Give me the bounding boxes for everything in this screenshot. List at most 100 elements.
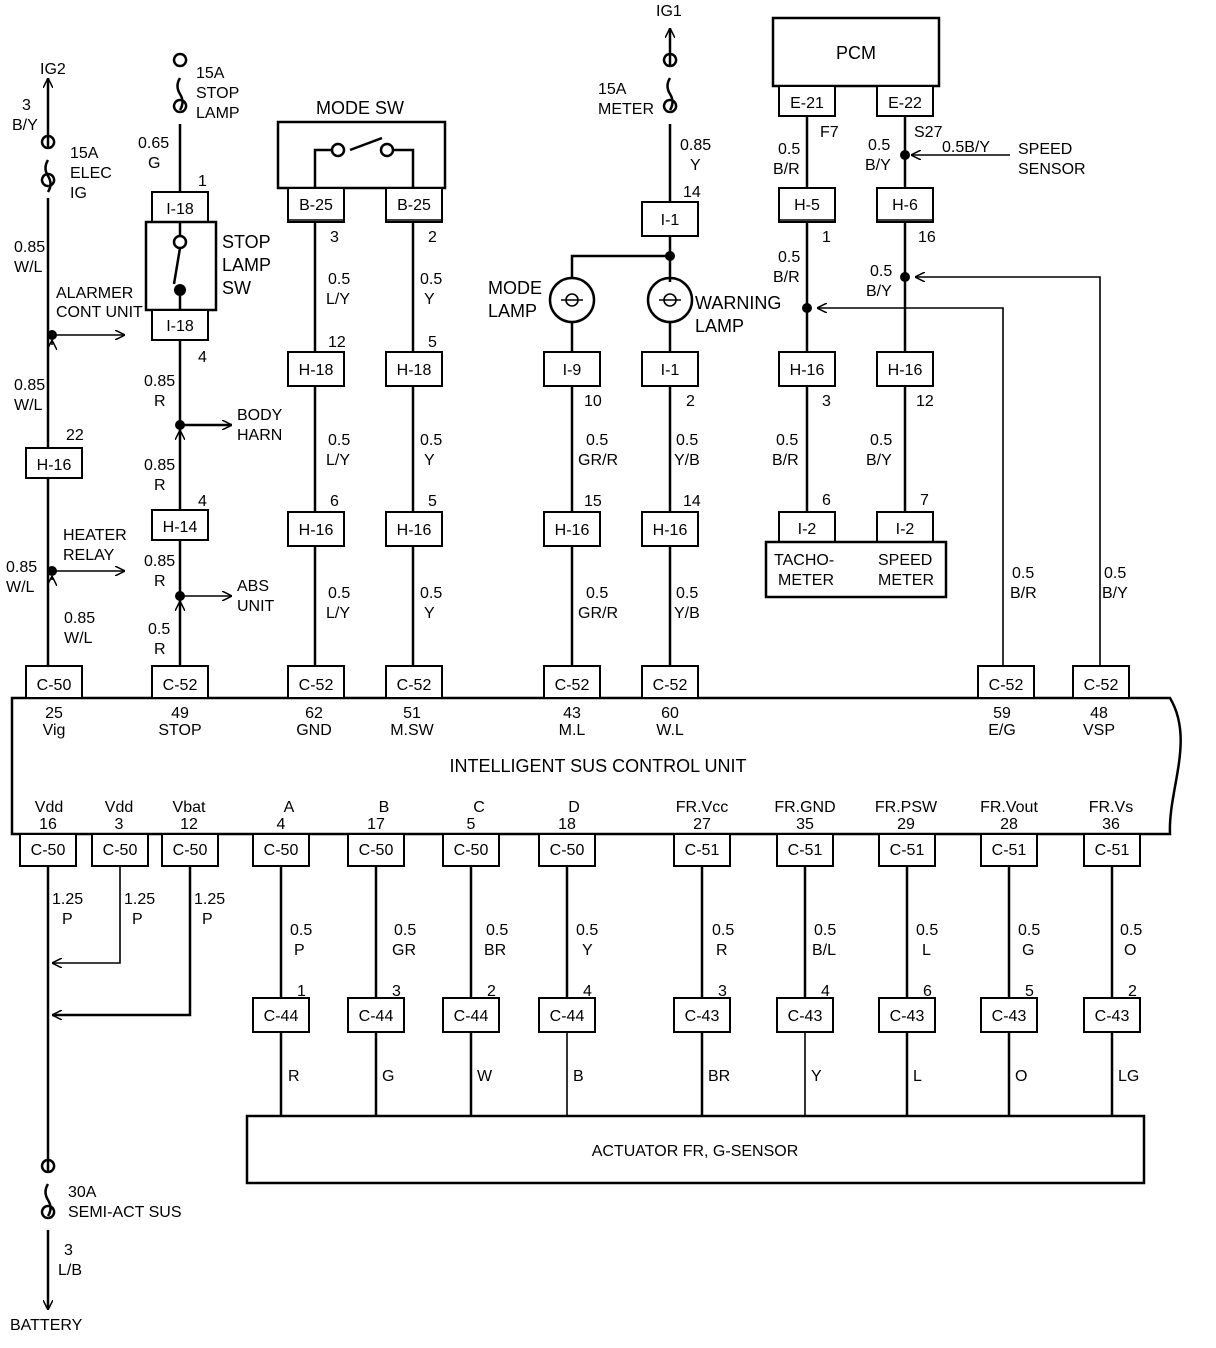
wire-size: 0.5: [1120, 922, 1142, 939]
terminal-name: A: [284, 799, 295, 816]
wire-color: B/R: [773, 161, 800, 178]
connector-label: H-16: [555, 522, 590, 539]
pin-number: 4: [198, 349, 207, 366]
wire-size: 0.5: [1012, 565, 1034, 582]
pin-number: 12: [916, 393, 934, 410]
terminal-pin: 17: [367, 816, 385, 833]
connector-label: C-52: [163, 677, 198, 694]
connector-label: C-50: [550, 842, 585, 859]
pcm-box: [771, 16, 941, 88]
pin-number: 6: [923, 983, 932, 1000]
mode-switch-circuit: [276, 120, 447, 666]
fuse-name: SEMI-ACT SUS: [68, 1204, 182, 1221]
fuse-name: LAMP: [196, 105, 240, 122]
connector-label: C-52: [653, 677, 688, 694]
wire-color: R: [154, 393, 166, 410]
connector-label: C-52: [397, 677, 432, 694]
wire-color: P: [202, 911, 213, 928]
terminal-pin: 16: [39, 816, 57, 833]
terminal-name: GND: [296, 722, 332, 739]
wire-color: R: [154, 641, 166, 658]
wire-size: 0.5: [870, 263, 892, 280]
wire-color: W: [477, 1068, 493, 1085]
terminal-name: FR.Vcc: [676, 799, 728, 816]
fuse-name: METER: [598, 101, 654, 118]
terminal-name: W.L: [656, 722, 684, 739]
wire-size: 0.5: [586, 432, 608, 449]
connector-label: B-25: [299, 197, 333, 214]
wire-size: 0.85: [14, 377, 45, 394]
terminal-pin: 59: [993, 705, 1011, 722]
terminal-name: M.L: [559, 722, 586, 739]
wire-color: Y/B: [674, 452, 700, 469]
wire-size: 3: [22, 97, 31, 114]
wire-size: 0.5: [778, 249, 800, 266]
pin-number: 7: [920, 492, 929, 509]
fuse-elec-ig: [40, 134, 56, 193]
wire-color: O: [1015, 1068, 1027, 1085]
meter-cluster: [764, 540, 948, 599]
splice-label: S27: [914, 124, 943, 141]
wire-color: LG: [1118, 1068, 1139, 1085]
pcm-label: PCM: [836, 43, 876, 63]
mode-lamp-label: LAMP: [488, 301, 537, 321]
connector-label: C-51: [788, 842, 823, 859]
wire-size: 0.5: [328, 432, 350, 449]
wire-size: 3: [64, 1242, 73, 1259]
fuse-amp: 15A: [70, 145, 99, 162]
wire-color: L/Y: [326, 605, 350, 622]
connector-label: H-16: [888, 362, 923, 379]
wire-color: W/L: [64, 630, 93, 647]
tachometer-label: TACHO-: [774, 552, 834, 569]
connector-label: C-50: [454, 842, 489, 859]
connector-label: E-22: [888, 95, 922, 112]
fuse-meter: [662, 52, 678, 114]
pin-number: 14: [683, 493, 701, 510]
terminal-pin: 35: [796, 816, 814, 833]
wire-color: B/Y: [866, 452, 892, 469]
stop-lamp-sw-label: STOP: [222, 232, 271, 252]
terminal-name: FR.Vout: [980, 799, 1038, 816]
connector-label: C-51: [1095, 842, 1130, 859]
wire-size: 0.85: [64, 610, 95, 627]
terminal-pin: 62: [305, 705, 323, 722]
connector-label: E-21: [790, 95, 824, 112]
speed-sensor-label: SENSOR: [1018, 161, 1086, 178]
pin-number: 1: [198, 173, 207, 190]
wire-color: Y: [811, 1068, 822, 1085]
connector-label: C-50: [264, 842, 299, 859]
body-harn-label: HARN: [237, 427, 282, 444]
terminal-name: VSP: [1083, 722, 1115, 739]
terminal-pin: 49: [171, 705, 189, 722]
terminal-name: Vig: [43, 722, 66, 739]
speed-sensor-label: SPEED: [1018, 141, 1072, 158]
pin-number: 3: [718, 983, 727, 1000]
fuse-semi-act-sus: [40, 1158, 56, 1220]
wire-size: 0.5: [328, 585, 350, 602]
wire-size: 0.5: [148, 621, 170, 638]
wire-color: G: [382, 1068, 394, 1085]
wire-size: 0.85: [680, 137, 711, 154]
connector-label: C-51: [890, 842, 925, 859]
terminal-name: FR.Vs: [1089, 799, 1133, 816]
wire-color: Y/B: [674, 605, 700, 622]
connector-label: C-43: [685, 1008, 720, 1025]
wire-color: W/L: [6, 579, 35, 596]
terminal-pin: 43: [563, 705, 581, 722]
terminal-pin: 18: [558, 816, 576, 833]
wire-color: B/Y: [865, 157, 891, 174]
speed-sensor-wire: 0.5B/Y: [942, 139, 990, 156]
connector-label: I-9: [563, 362, 582, 379]
ig2-circuit: [25, 78, 125, 666]
stop-lamp-sw-label: LAMP: [222, 255, 271, 275]
connector-label: C-50: [359, 842, 394, 859]
fuse-name: ELEC: [70, 165, 112, 182]
terminal-name: C: [473, 799, 485, 816]
fuse-amp: 15A: [598, 81, 627, 98]
connector-label: H-18: [299, 362, 334, 379]
fuse-amp: 30A: [68, 1184, 97, 1201]
pin-number: 3: [330, 229, 339, 246]
terminal-pin: 25: [45, 705, 63, 722]
wire-color: G: [148, 155, 160, 172]
